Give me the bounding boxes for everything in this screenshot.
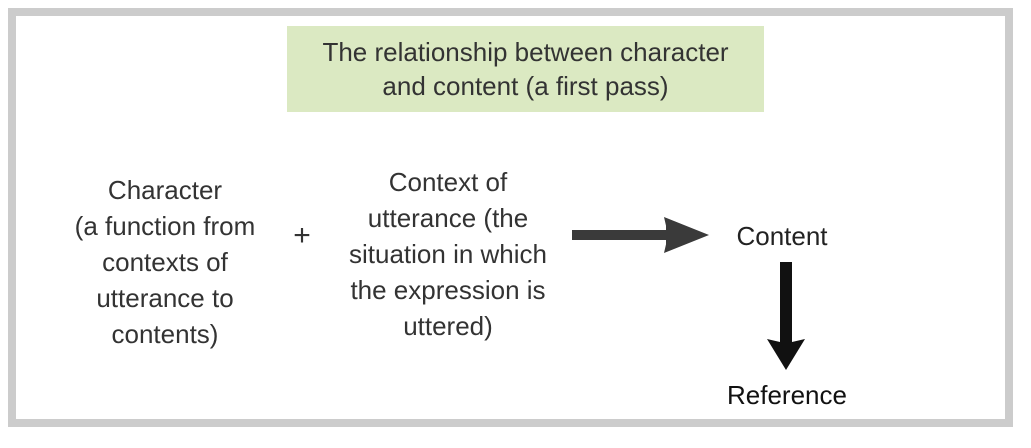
plus-operator: + <box>293 219 311 252</box>
arrow-down-icon <box>756 258 816 374</box>
figure-title: The relationship between character and c… <box>322 37 729 101</box>
arrow-right-icon <box>566 208 716 262</box>
node-content: Content <box>736 221 828 251</box>
node-context-of-utterance: Context of utterance (the situation in w… <box>349 167 547 341</box>
title-banner: The relationship between character and c… <box>287 26 764 112</box>
node-character: Character (a function from contexts of u… <box>74 175 256 349</box>
node-reference: Reference <box>727 380 847 410</box>
